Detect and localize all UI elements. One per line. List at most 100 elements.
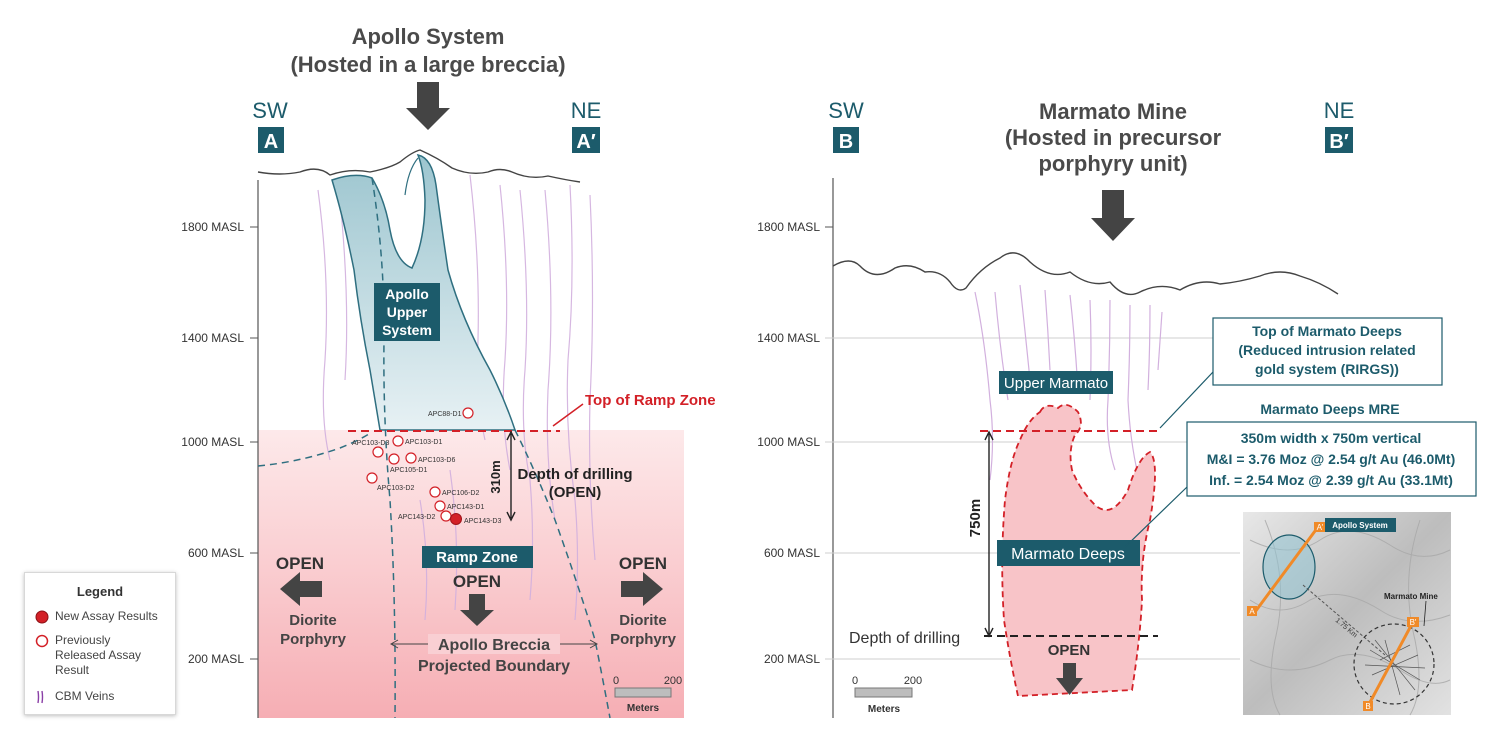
drillhole-label: APC103-D2 <box>377 485 414 492</box>
upper-marmato-label: Upper Marmato <box>1004 375 1108 392</box>
breccia-label-2: Projected Boundary <box>418 658 570 675</box>
marker-a-box <box>258 127 284 153</box>
scale-max-left: 200 <box>664 675 682 687</box>
depth-750-head-top <box>984 430 994 441</box>
drillhole-point <box>429 486 441 498</box>
breccia-label-1: Apollo Breccia <box>438 637 550 654</box>
elev-1400: 1400 MASL <box>181 331 244 345</box>
marker-b-box <box>833 127 859 153</box>
marmato-down-arrow <box>1091 190 1135 241</box>
drillhole-point <box>462 407 474 419</box>
mre-line-2: M&I = 3.76 Moz @ 2.54 g/t Au (46.0Mt) <box>1207 451 1455 467</box>
marmato-cbm-veins <box>974 284 1163 481</box>
rock-left-1: Diorite <box>289 612 337 629</box>
top-ramp-zone-pointer <box>552 403 584 427</box>
drillhole-label: APC103-D6 <box>418 457 455 464</box>
depth-drilling-open: (OPEN) <box>549 484 602 501</box>
scale-zero-left: 0 <box>613 675 619 687</box>
legend-item-cbm-veins: CBM Veins <box>35 689 114 704</box>
elev-1000: 1000 MASL <box>181 435 244 449</box>
apollo-title: Apollo System <box>352 24 505 49</box>
drillhole-points: APC88-D1 APC103-D3 APC103-D1 APC103-D6 A… <box>352 407 501 525</box>
marmato-open-label: OPEN <box>1048 642 1091 659</box>
drillhole-label: APC143-D1 <box>447 504 484 511</box>
inset-b-marker <box>1363 701 1373 711</box>
drillhole-point <box>366 472 378 484</box>
inset-a-marker <box>1247 606 1257 616</box>
open-left: OPEN <box>276 554 324 573</box>
drillhole-point <box>405 452 417 464</box>
apollo-section: Apollo System (Hosted in a large breccia… <box>181 24 716 719</box>
marmato-deeps-box <box>997 540 1140 566</box>
upper-system-label-box <box>374 283 440 341</box>
breccia-boundary-left <box>371 177 396 719</box>
inset-section-b <box>1366 621 1415 707</box>
drillhole-label: APC88-D1 <box>428 411 462 418</box>
inset-marmato-circle <box>1353 623 1435 705</box>
top-deeps-callout <box>1212 317 1443 386</box>
inset-a-prime-marker <box>1314 522 1326 532</box>
drillhole-label: APC143-D3 <box>464 518 501 525</box>
mre-line-1: 350m width x 750m vertical <box>1241 430 1422 446</box>
marmato-title: Marmato Mine <box>1039 99 1187 124</box>
drillhole-label: APC105-D1 <box>390 467 427 474</box>
apollo-down-arrow <box>406 82 450 130</box>
marker-b-prime: B′ <box>1329 131 1348 153</box>
mre-title: Marmato Deeps MRE <box>1260 401 1399 417</box>
scale-unit-right: Meters <box>868 704 901 715</box>
upper-marmato-box <box>999 371 1113 394</box>
drillhole-point <box>440 510 452 522</box>
inset-apollo-label: Apollo System <box>1332 521 1388 530</box>
marker-a-prime: A′ <box>576 131 595 153</box>
scale-bar-left <box>614 687 672 698</box>
depth-310-head-bottom <box>506 511 516 522</box>
marmato-subtitle-2: porphyry unit) <box>1038 151 1187 176</box>
mre-line-3: Inf. = 2.54 Moz @ 2.39 g/t Au (33.1Mt) <box>1209 472 1453 488</box>
depth-310-label: 310m <box>488 460 503 493</box>
inset-distance-line <box>1302 584 1386 656</box>
rock-right-2: Porphyry <box>610 631 677 648</box>
apollo-subtitle: (Hosted in a large breccia) <box>290 52 565 77</box>
upper-system-label-2: Upper <box>387 304 428 320</box>
drillhole-label: APC103-D3 <box>352 440 389 447</box>
drillhole-label: APC103-D1 <box>405 439 442 446</box>
inset-b-prime-marker <box>1407 617 1419 627</box>
elev-200: 200 MASL <box>764 652 820 666</box>
legend-label-cbm-veins: CBM Veins <box>55 689 115 703</box>
scale-max-right: 200 <box>904 675 922 687</box>
drillhole-point <box>388 453 400 465</box>
top-deeps-line-3: gold system (RIRGS)) <box>1255 361 1399 377</box>
dir-ne-left: NE <box>571 98 602 123</box>
open-center: OPEN <box>453 572 501 591</box>
elev-200: 200 MASL <box>188 652 244 666</box>
legend-label-previous-assay: Previously Released Assay Result <box>55 633 142 677</box>
mre-pointer <box>1124 486 1188 548</box>
marker-b: B <box>839 131 853 153</box>
elev-600: 600 MASL <box>764 546 820 560</box>
mre-box <box>1186 421 1477 497</box>
inset-apollo-label-box <box>1325 518 1396 532</box>
upper-system-label-3: System <box>382 322 432 338</box>
apollo-inner-lobe <box>404 157 419 196</box>
dir-sw-left: SW <box>252 98 288 123</box>
marker-b-prime-box <box>1325 127 1353 153</box>
top-deeps-line-1: Top of Marmato Deeps <box>1252 323 1402 339</box>
top-deeps-line-2: (Reduced intrusion related <box>1238 342 1415 358</box>
apollo-topography <box>257 149 581 183</box>
scale-zero-right: 0 <box>852 675 858 687</box>
inset-b: B <box>1365 702 1370 711</box>
marmato-open-down-arrow <box>1056 663 1083 695</box>
breccia-span-head-left <box>389 639 399 649</box>
inset-location-map: A A' Apollo System 1.75 Km B B' Marmato … <box>1243 512 1451 716</box>
marmato-section: Marmato Mine (Hosted in precursor porphy… <box>757 98 1477 718</box>
elev-1400: 1400 MASL <box>757 331 820 345</box>
elev-600: 600 MASL <box>188 546 244 560</box>
scale-bar-right <box>854 687 913 698</box>
legend-item-previous-assay: Previously Released Assay Result <box>35 633 163 678</box>
inset-a: A <box>1249 607 1255 616</box>
depth-drilling-label: Depth of drilling <box>518 466 633 483</box>
marker-a-prime-box <box>572 127 600 153</box>
marmato-deeps-label: Marmato Deeps <box>1011 546 1125 563</box>
top-ramp-zone-label: Top of Ramp Zone <box>585 392 716 409</box>
elev-1000: 1000 MASL <box>757 435 820 449</box>
